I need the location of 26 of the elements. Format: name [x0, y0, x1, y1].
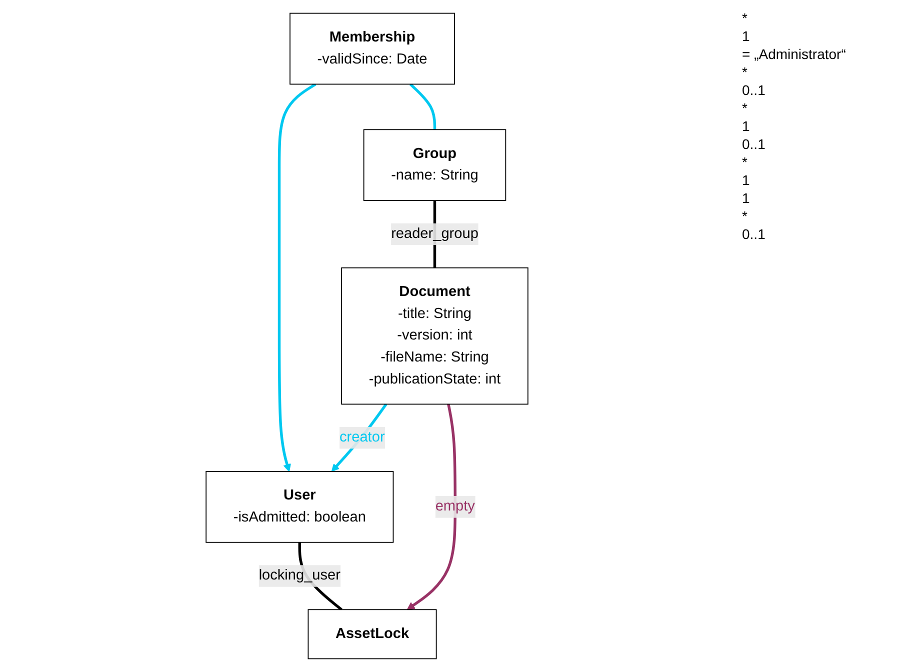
- multiplicity-label: 0..1: [742, 82, 766, 98]
- connector: [409, 82, 436, 130]
- node-box: Membership -validSince: Date: [290, 12, 455, 84]
- multiplicity-label: *: [742, 64, 748, 80]
- node-box: Document -title: String -version: int -fileName: String -publicationState: int: [341, 266, 528, 404]
- multiplicity-label: 0..1: [742, 226, 766, 242]
- arrow: [331, 402, 388, 472]
- multiplicity-label: = „Administrator“: [742, 46, 847, 62]
- edge-label: creator: [340, 429, 385, 445]
- multiplicity-label: 1: [742, 190, 751, 206]
- multiplicity-label: 1: [742, 28, 751, 44]
- node-box: Group -name: String: [363, 128, 506, 200]
- multiplicity-label: *: [742, 208, 748, 224]
- multiplicity-label: 1: [742, 118, 751, 134]
- arrow: [406, 403, 457, 610]
- multiplicity-label: 1: [742, 172, 751, 188]
- multiplicity-label: *: [742, 10, 748, 26]
- arrow: [278, 82, 316, 472]
- node-box: User -isAdmitted: boolean: [206, 470, 394, 542]
- edge-label: empty: [435, 498, 475, 514]
- multiplicity-label: 0..1: [742, 136, 766, 152]
- multiplicity-label: *: [742, 100, 748, 116]
- node-box: AssetLock: [308, 608, 437, 659]
- edge-label: reader_group: [391, 226, 478, 241]
- edge-label: locking_user: [258, 567, 340, 583]
- multiplicity-label: *: [742, 154, 748, 170]
